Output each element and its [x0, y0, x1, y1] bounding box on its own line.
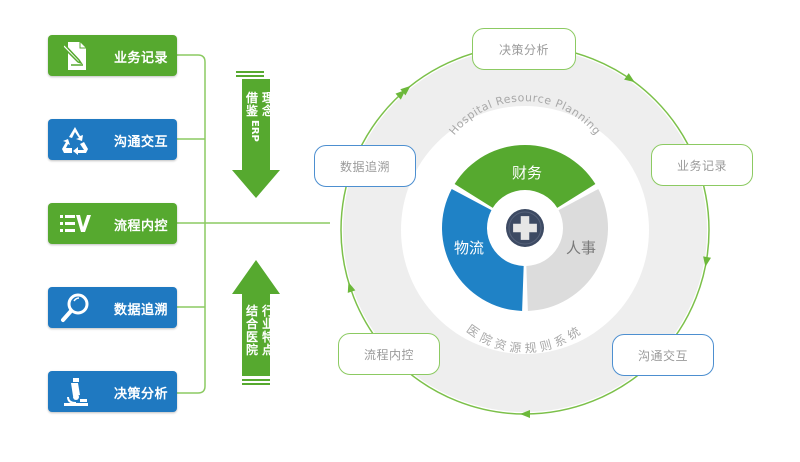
cycle-arrowhead-icon — [703, 256, 712, 267]
segment-hr[interactable] — [526, 189, 608, 311]
cycle-arrowhead-icon — [520, 410, 530, 418]
module-label: 业务记录 — [114, 51, 169, 66]
arrow-down-col2: 理念 — [262, 91, 275, 118]
module-label: 数据追溯 — [114, 303, 169, 318]
node-label: 决策分析 — [498, 42, 549, 57]
module-process-control[interactable]: 流程内控 — [48, 203, 177, 244]
module-label: 决策分析 — [114, 387, 169, 402]
module-business-record[interactable]: 业务记录 — [48, 35, 177, 76]
cycle-node-process[interactable]: 流程内控 — [338, 333, 440, 375]
module-decision-analysis[interactable]: 决策分析 — [48, 371, 177, 412]
cycle-arrowhead-icon — [395, 89, 406, 100]
medical-cross-icon — [506, 209, 544, 247]
cycle-node-business[interactable]: 业务记录 — [651, 144, 753, 186]
document-pen-icon — [62, 42, 86, 70]
node-label: 沟通交互 — [637, 348, 688, 363]
node-label: 流程内控 — [363, 347, 414, 362]
cycle-arrowhead-icon — [400, 85, 411, 96]
arrow-up-industry — [232, 260, 280, 385]
arrow-up-col1: 结合医院 — [246, 304, 259, 357]
arrow-down-col1: 借鉴 — [246, 91, 259, 118]
module-label: 沟通交互 — [114, 135, 169, 150]
module-communication[interactable]: 沟通交互 — [48, 119, 177, 160]
node-label: 业务记录 — [676, 158, 727, 173]
arrow-down-col3: ERP — [249, 120, 260, 142]
arrow-up-col2: 行业特点 — [262, 304, 275, 357]
list-check-icon — [60, 215, 91, 232]
segment-finance[interactable] — [454, 145, 596, 208]
recycle-icon — [62, 127, 88, 155]
module-data-trace[interactable]: 数据追溯 — [48, 287, 177, 328]
cycle-arrowhead-icon — [624, 73, 635, 83]
cycle-node-decision[interactable]: 决策分析 — [472, 28, 576, 70]
arrow-down-erp — [232, 71, 280, 198]
microscope-icon — [64, 378, 88, 406]
cycle-node-data[interactable]: 数据追溯 — [314, 145, 416, 187]
node-label: 数据追溯 — [339, 159, 390, 174]
bracket-line — [177, 54, 206, 394]
segment-label-logistics: 物流 — [454, 239, 484, 257]
cycle-node-communication[interactable]: 沟通交互 — [612, 334, 714, 376]
segment-label-finance: 财务 — [512, 164, 542, 182]
magnifier-icon — [61, 293, 89, 322]
cycle-arrowhead-icon — [347, 282, 356, 293]
segment-label-hr: 人事 — [566, 239, 596, 257]
module-label: 流程内控 — [114, 219, 169, 234]
segment-logistics[interactable] — [442, 189, 524, 311]
